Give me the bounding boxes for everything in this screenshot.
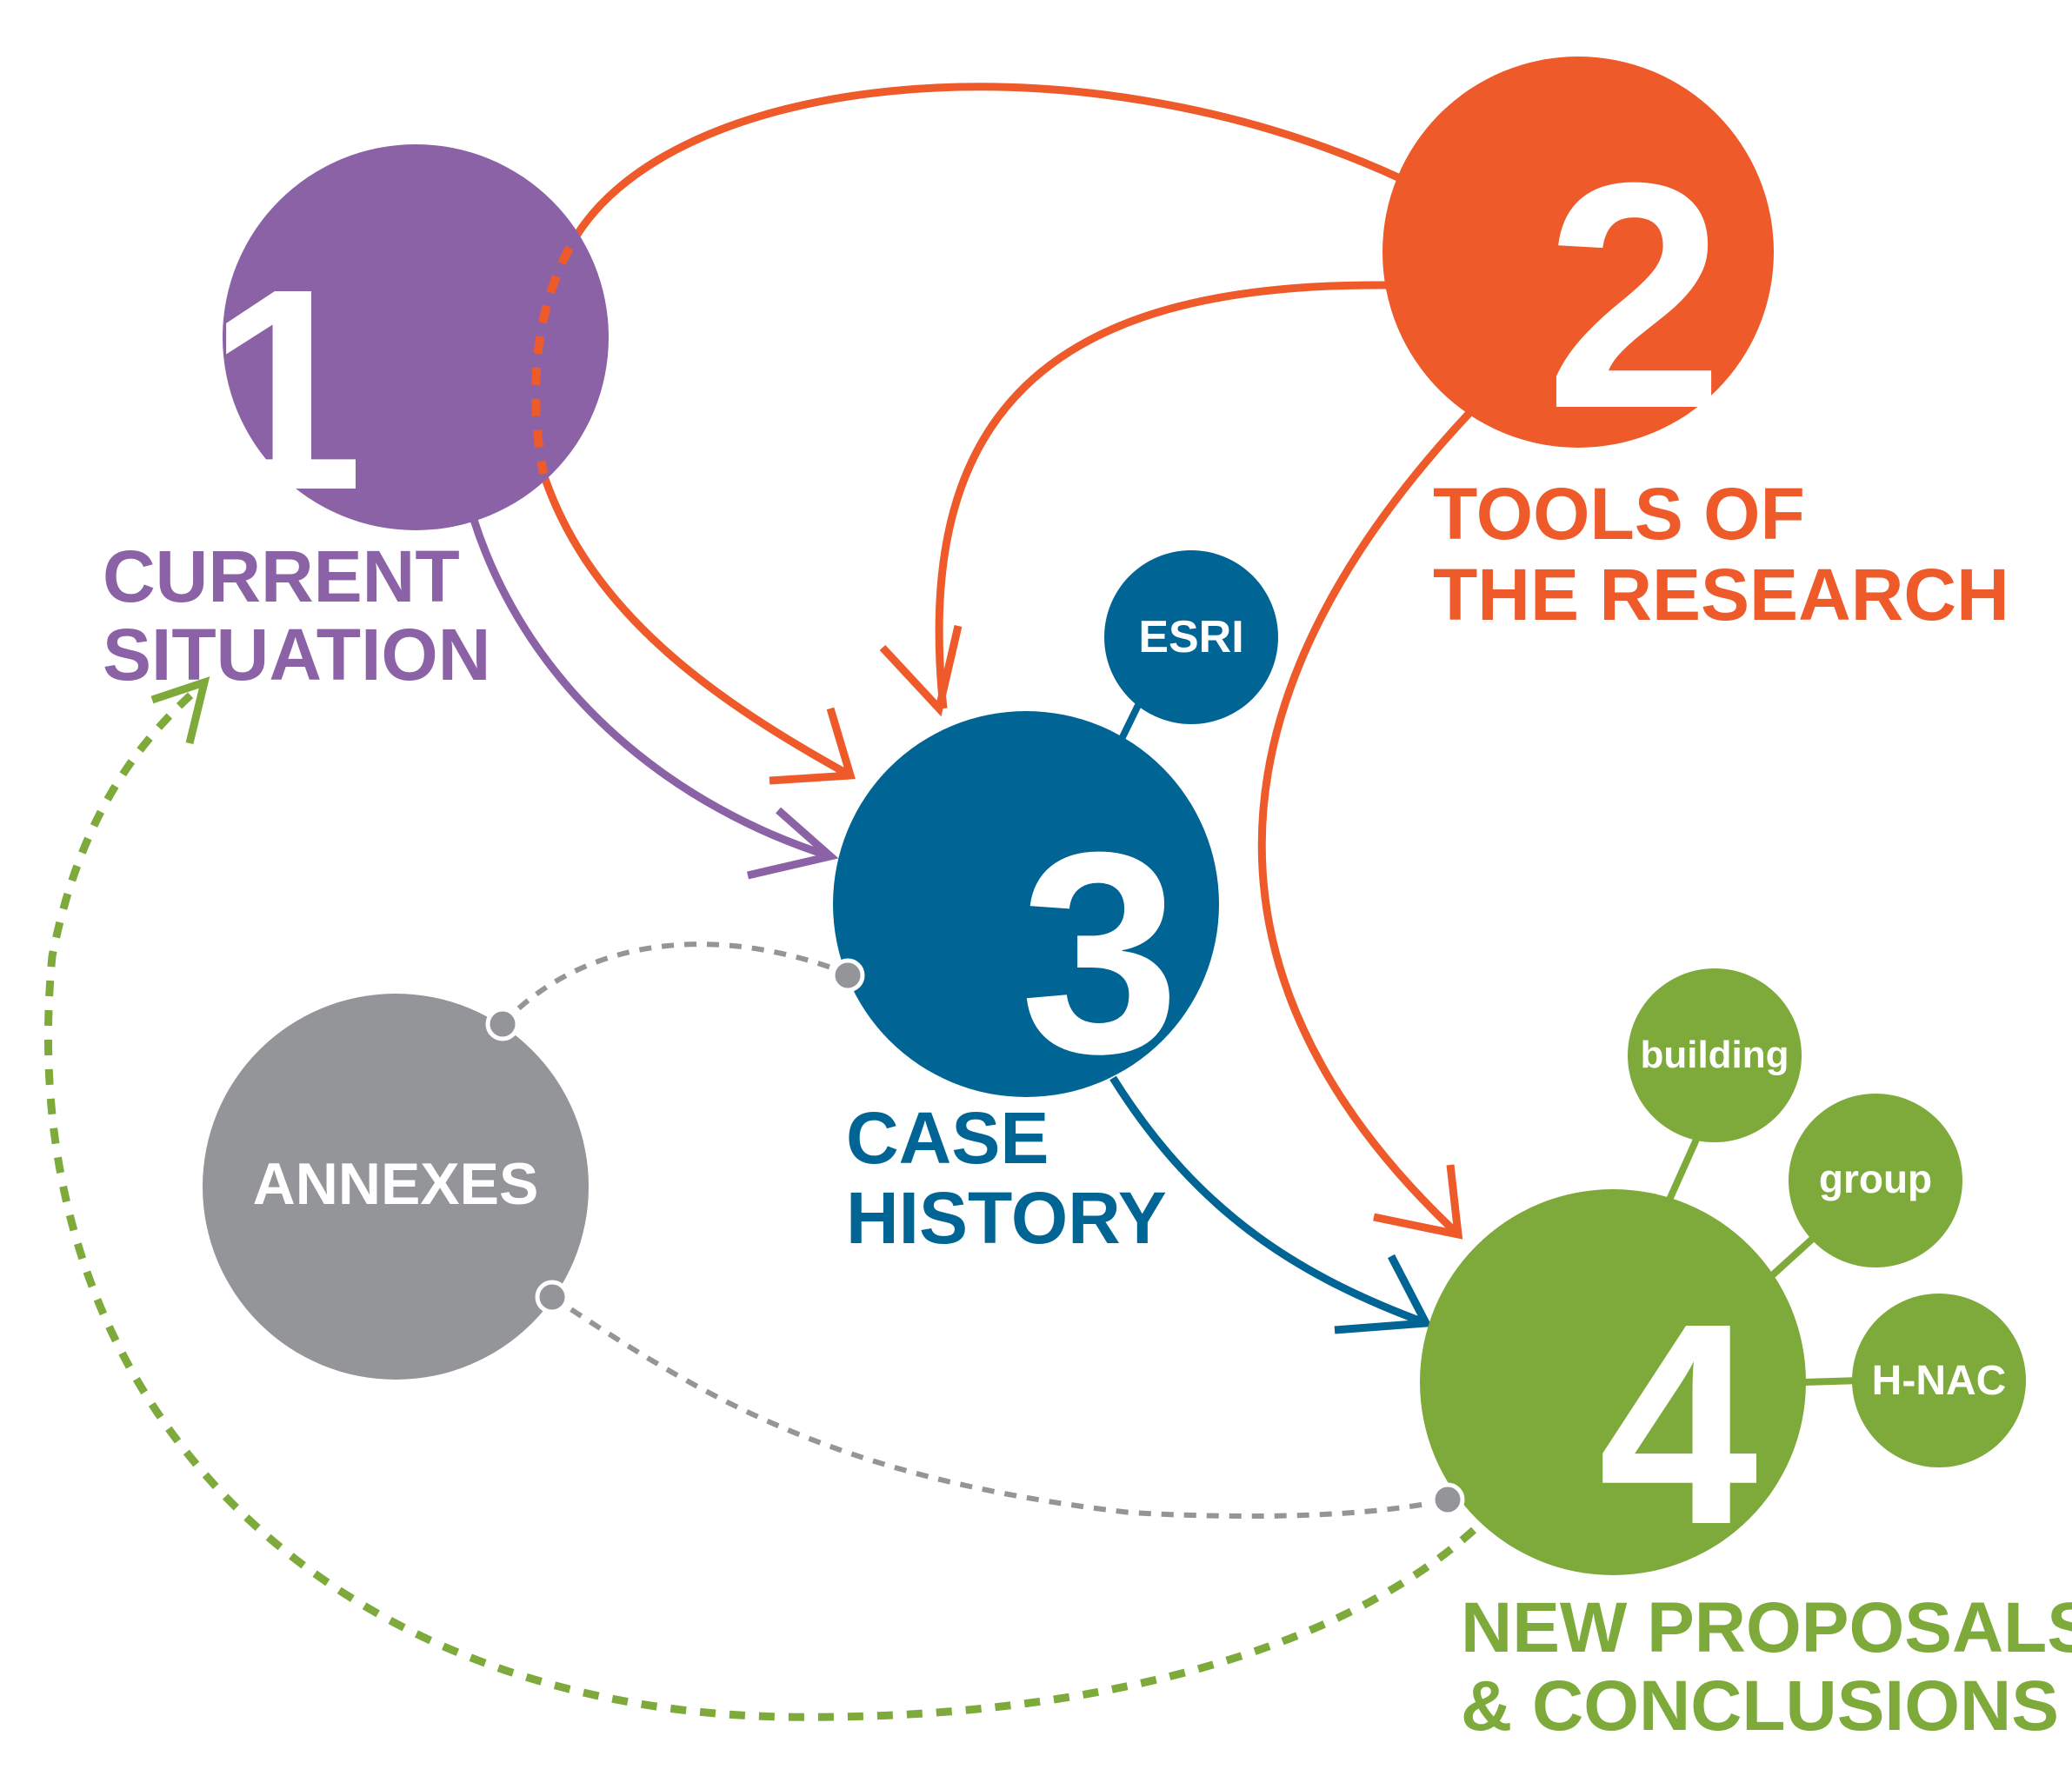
annexes-dot-3 bbox=[830, 958, 865, 993]
building-circle bbox=[1628, 968, 1802, 1142]
annexes-dot-bottom bbox=[535, 1280, 570, 1314]
node-2-number: 2 bbox=[1545, 116, 1724, 476]
annexes-dot-4 bbox=[1430, 1482, 1465, 1517]
node-4-title-line2: & CONCLUSIONS bbox=[1461, 1666, 2059, 1746]
node-2-title-line2: THE RESEARCH bbox=[1433, 554, 2009, 635]
esri-label: ESRI bbox=[1138, 612, 1243, 662]
group-label: group bbox=[1819, 1156, 1932, 1201]
node-1-circle bbox=[223, 144, 609, 530]
arc-1b-to-3 bbox=[539, 472, 853, 779]
node-1-title-line2: SITUATION bbox=[103, 614, 490, 695]
arrow-head-to-1 bbox=[150, 676, 210, 745]
link-4-group bbox=[1767, 1232, 1820, 1280]
node-4-number: 4 bbox=[1598, 1263, 1760, 1584]
node-1-title-line1: CURRENT bbox=[103, 535, 460, 617]
link-4-hnac bbox=[1803, 1377, 1862, 1386]
node-1-number: 1 bbox=[207, 229, 363, 549]
node-3-number: 3 bbox=[1020, 792, 1180, 1113]
arrow-head-1b-to-3 bbox=[769, 707, 856, 785]
arrow-head-2-to-3 bbox=[879, 624, 963, 717]
arrow-head-1-to-3 bbox=[746, 807, 839, 880]
arc-1-dotted-inside bbox=[531, 245, 574, 475]
arc-2-to-3 bbox=[935, 281, 1388, 709]
annexes-circle bbox=[203, 994, 589, 1380]
arrow-head-2-to-4 bbox=[1373, 1164, 1463, 1240]
link-annexes-to-4 bbox=[550, 1294, 1449, 1520]
node-2-circle bbox=[1382, 57, 1774, 448]
node-3-title-line2: HISTORY bbox=[846, 1177, 1167, 1259]
arrow-head-3-to-4 bbox=[1334, 1254, 1433, 1334]
link-annexes-to-3 bbox=[500, 941, 849, 1027]
hnac-circle bbox=[1852, 1294, 2026, 1467]
hnac-label: H-NAC bbox=[1872, 1358, 2007, 1404]
link-3-esri bbox=[1118, 698, 1144, 741]
node-4-circle bbox=[1420, 1189, 1806, 1575]
arc-3-to-4 bbox=[1109, 1075, 1428, 1327]
arc-2-to-4 bbox=[1257, 409, 1473, 1238]
arc-4-to-1-dotted bbox=[44, 683, 1477, 1721]
node-3-title-line1: CASE bbox=[846, 1097, 1049, 1179]
node-2-title-line1: TOOLS OF bbox=[1433, 473, 1805, 555]
annexes-dot-top bbox=[485, 1007, 520, 1041]
building-label: building bbox=[1640, 1034, 1789, 1076]
node-3-circle bbox=[833, 711, 1219, 1097]
esri-circle bbox=[1104, 550, 1278, 724]
node-4-title-line1: NEW PROPOSALS bbox=[1461, 1588, 2072, 1667]
group-circle bbox=[1789, 1094, 1962, 1267]
annexes-label: ANNEXES bbox=[253, 1151, 539, 1217]
arc-1-to-3 bbox=[470, 518, 832, 861]
arc-1-to-2 bbox=[566, 83, 1402, 250]
